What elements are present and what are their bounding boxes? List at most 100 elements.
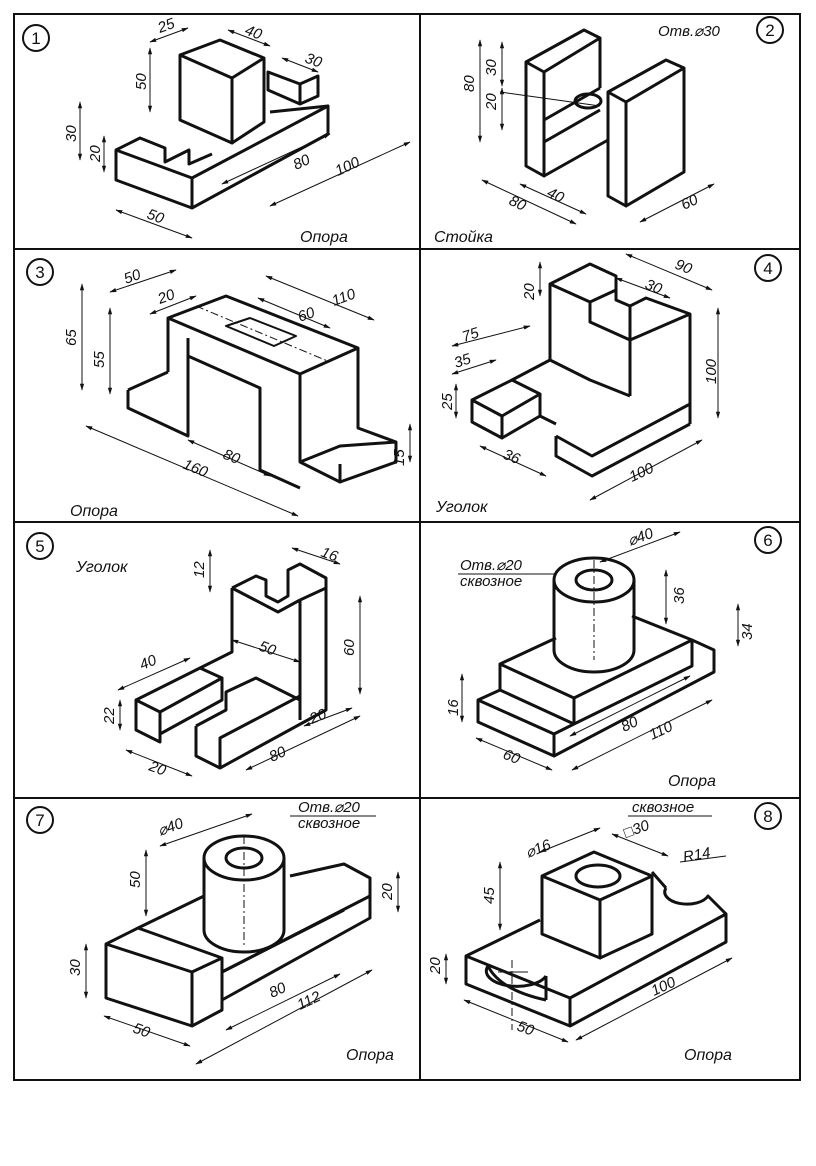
cell-7-dimension-labels: ⌀40 50 20 30 80 112 50 (67, 815, 396, 1042)
dim-label: 60 (296, 304, 318, 326)
dim-label: 80 (461, 75, 478, 92)
dim-label: 80 (221, 446, 243, 468)
cell-7-caption: Опора (346, 1047, 394, 1064)
dim-label: 50 (127, 871, 144, 888)
cell-5-part (134, 562, 328, 770)
cell-4-number-circle (754, 254, 782, 282)
dim-label: ⌀16 (523, 836, 554, 862)
dim-label: 50 (131, 1020, 153, 1042)
cell-2-dimension-lines (477, 39, 715, 225)
dim-label: 20 (306, 705, 329, 728)
dim-label: 80 (267, 743, 290, 766)
cell-1-part (114, 38, 330, 210)
dim-label: 30 (63, 125, 80, 142)
cell-7: 7 Отв.⌀20 сквозное (26, 799, 401, 1065)
dim-label: 80 (506, 192, 529, 215)
dim-label: 30 (483, 59, 500, 76)
cell-5-caption: Уголок (75, 559, 129, 576)
dim-label: 12 (191, 561, 208, 578)
dim-label: 50 (515, 1018, 537, 1040)
dim-label: 20 (155, 286, 178, 308)
cell-2-caption: Стойка (434, 229, 493, 246)
dim-label: 80 (267, 979, 290, 1002)
dim-label: 16 (319, 544, 341, 566)
cell-8-note-through: сквозное (632, 799, 694, 816)
cell-2-number-circle (756, 16, 784, 44)
dim-label: 20 (427, 957, 444, 975)
cell-3-number: 3 (35, 263, 44, 282)
cell-1-dimension-lines (77, 27, 411, 239)
dim-label: 25 (155, 15, 178, 37)
dim-label: 40 (544, 184, 567, 207)
dim-label: 40 (243, 22, 265, 44)
cell-4-dimension-lines (451, 253, 721, 501)
dim-label: 50 (133, 73, 150, 90)
cell-3-caption: Опора (70, 503, 118, 520)
dim-label: 22 (101, 707, 118, 725)
dim-label: 50 (145, 206, 167, 228)
cell-8-part (464, 850, 728, 1028)
cell-5-number-circle (26, 532, 54, 560)
cell-8: 8 сквозное ⌀16 (427, 799, 782, 1064)
dim-label: 100 (703, 358, 720, 384)
cell-1-number-circle (22, 24, 50, 52)
cell-5-dimension-lines (117, 547, 363, 777)
dim-label: ⌀40 (626, 525, 657, 550)
dim-label: 112 (295, 988, 324, 1014)
dim-label: 20 (146, 757, 169, 779)
cell-5-number: 5 (35, 537, 44, 556)
cell-6-dimension-lines (459, 531, 741, 771)
dim-label: 16 (445, 699, 462, 716)
cell-5-dimension-labels: 16 12 50 60 40 22 20 80 20 (101, 544, 358, 780)
cell-1-number: 1 (31, 29, 40, 48)
cell-4-part (470, 262, 692, 478)
cell-3: 3 50 20 110 60 (26, 258, 413, 520)
dim-label: 15 (391, 449, 408, 466)
cell-2-dimension-labels: 80 30 20 40 80 60 (461, 59, 701, 215)
cell-7-number-circle (26, 806, 54, 834)
cell-4-caption: Уголок (435, 499, 489, 516)
cell-6-number: 6 (763, 531, 772, 550)
cell-6: 6 Отв.⌀20 сквозное (445, 525, 782, 790)
cell-1: 1 25 40 30 (22, 15, 411, 246)
dim-label: 65 (63, 329, 80, 346)
cell-8-number-circle (754, 802, 782, 830)
cell-5: 5 Уголок 16 12 (26, 532, 363, 780)
dim-label: □30 (622, 817, 653, 842)
dim-label: R14 (682, 844, 712, 866)
dim-label: 50 (257, 638, 279, 660)
cell-2-number: 2 (765, 21, 774, 40)
dim-label: 100 (333, 153, 363, 179)
cell-8-caption: Опора (684, 1047, 732, 1064)
dim-label: 34 (739, 623, 756, 640)
cell-7-number: 7 (35, 811, 44, 830)
cell-7-dimension-lines (83, 813, 401, 1065)
cell-4-dimension-labels: 90 20 30 75 35 100 25 36 100 (439, 256, 720, 486)
dim-label: 30 (67, 959, 84, 976)
cell-4-number: 4 (763, 259, 772, 278)
dim-label: 40 (137, 651, 159, 673)
cell-2-note: Отв.⌀30 (658, 23, 721, 40)
dim-label: 30 (643, 276, 665, 298)
dim-label: 30 (303, 50, 325, 72)
dim-label: 45 (481, 887, 498, 904)
cell-3-number-circle (26, 258, 54, 286)
dim-label: ⌀40 (156, 815, 187, 840)
dim-label: 20 (521, 283, 538, 301)
sheet-grid (13, 13, 801, 1081)
dim-label: 55 (91, 351, 108, 368)
cell-6-caption: Опора (668, 773, 716, 790)
cell-8-dimension-lines (443, 827, 733, 1043)
dim-label: 25 (439, 393, 456, 411)
cell-6-note-through: сквозное (460, 573, 522, 590)
dim-label: 80 (291, 151, 314, 174)
dim-label: 36 (501, 446, 523, 468)
dim-label: 110 (330, 285, 359, 309)
dim-label: 35 (452, 350, 474, 372)
dim-label: 80 (619, 713, 642, 736)
cell-6-note-hole: Отв.⌀20 (460, 557, 523, 574)
cell-6-number-circle (754, 526, 782, 554)
dim-label: 20 (87, 145, 104, 163)
dim-label: 110 (647, 718, 676, 744)
